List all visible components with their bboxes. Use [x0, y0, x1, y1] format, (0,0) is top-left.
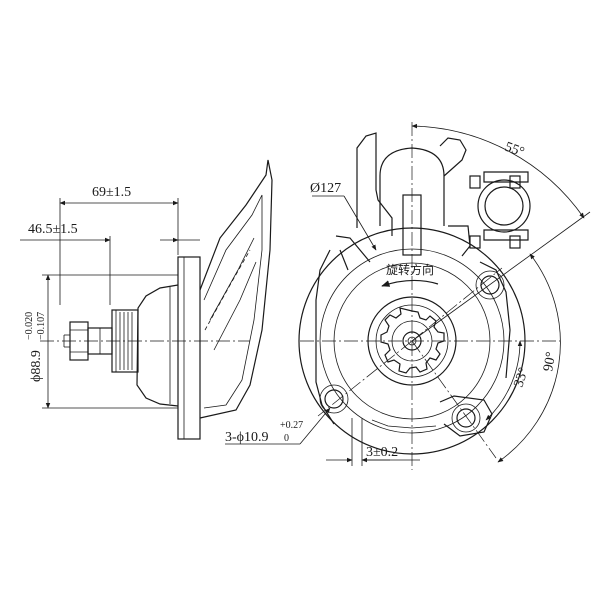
dim-label-46-5: 46.5±1.5 [28, 222, 78, 237]
terminal-ring-outer [477, 179, 531, 233]
dim-arc-55 [411, 123, 585, 219]
dim-tol-88-9-upper: −0.020 [24, 312, 35, 340]
side-view: 69±1.5 46.5±1.5 ϕ88.9 −0.020 −0.107 [20, 159, 273, 440]
pinion-teeth [380, 307, 445, 374]
rotation-direction-label: 旋转方向 [386, 262, 434, 277]
dim-label-55: 55° [503, 140, 527, 161]
mounting-hole-1 [475, 270, 505, 300]
holes-label: 3-ϕ10.9 [225, 430, 269, 445]
mounting-hole-2 [319, 384, 349, 414]
holes-tol-lower: 0 [284, 433, 289, 444]
dim-label-127: Ø127 [310, 181, 341, 196]
dim-arc-33 [485, 340, 523, 421]
dim-label-88-9: ϕ88.9 [29, 350, 44, 382]
dim-tol-88-9-lower: −0.107 [36, 312, 47, 340]
pilot-bore [367, 296, 457, 386]
motor-bracket [199, 159, 273, 419]
shaft-end [402, 331, 422, 351]
dim-label-3: 3±0.2 [366, 445, 398, 460]
holes-tol-upper: +0.27 [280, 420, 303, 431]
dim-label-90: 90° [541, 351, 559, 373]
nose-housing [136, 284, 179, 407]
terminal-ring-inner [484, 186, 524, 226]
mounting-flange [177, 256, 201, 440]
rotation-arrow [381, 279, 439, 287]
dim-arc-90 [497, 253, 561, 463]
solenoid-housing-left [356, 132, 393, 236]
dim-label-69: 69±1.5 [92, 185, 131, 200]
dim-label-33: 33° [512, 366, 532, 389]
front-view: 55° 90° 33° Ø127 旋转方向 3-ϕ10.9 +0.27 0 3±… [225, 122, 591, 470]
